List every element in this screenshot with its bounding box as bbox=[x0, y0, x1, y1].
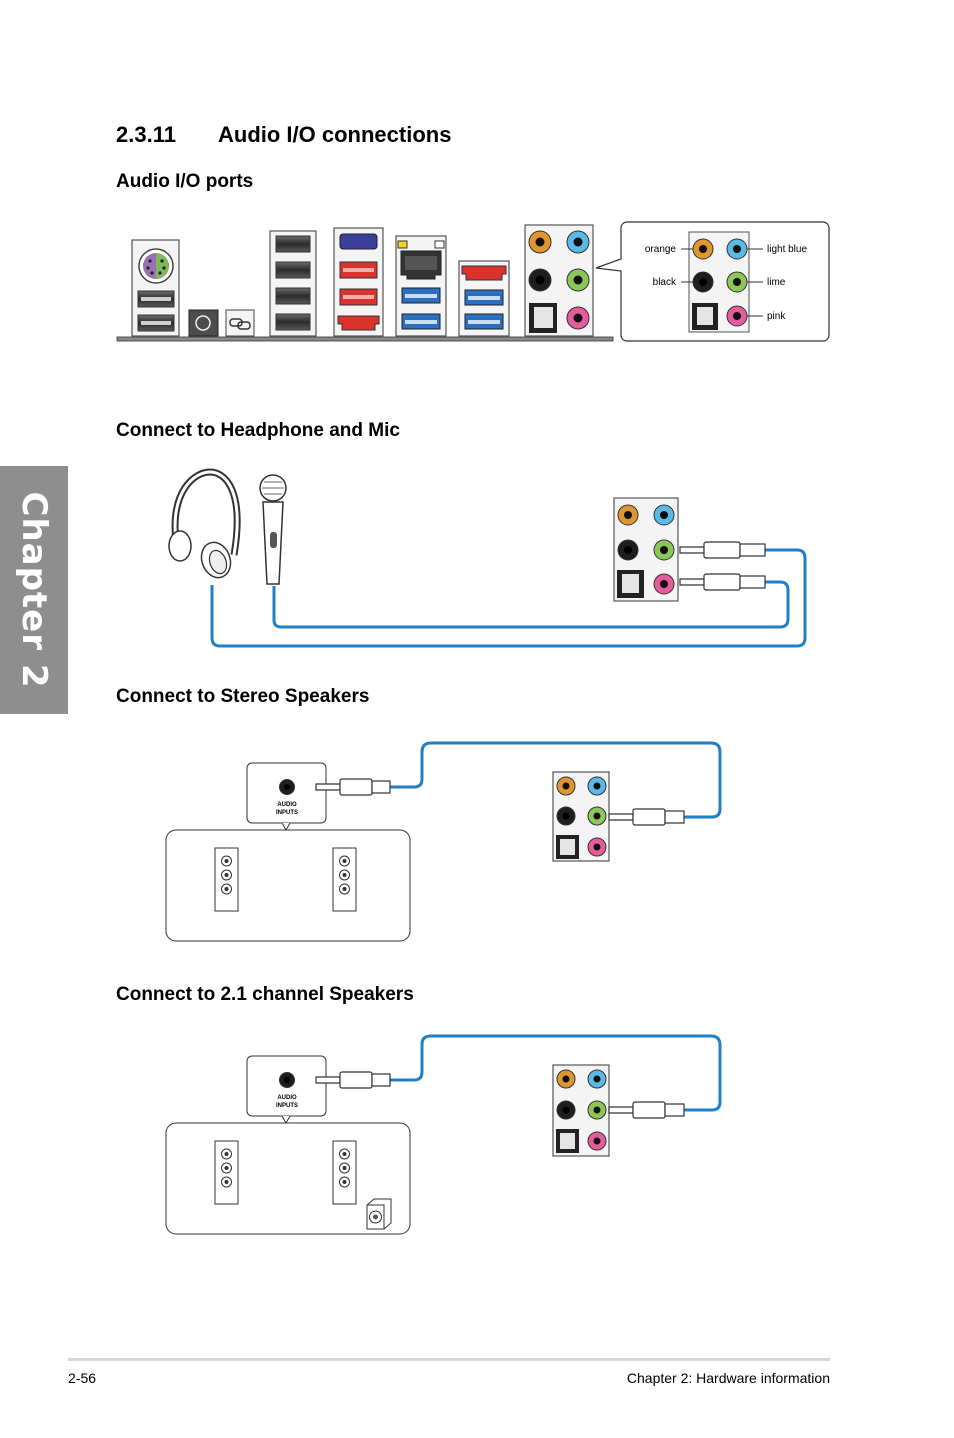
esata-usb-stack bbox=[333, 227, 384, 337]
label-lime: lime bbox=[767, 277, 786, 288]
esata-usb3-stack bbox=[458, 260, 510, 337]
label-black: black bbox=[653, 277, 677, 288]
mic-plug bbox=[679, 573, 766, 591]
headphone-plug bbox=[679, 541, 766, 559]
speaker-input-callout: AUDIO INPUTS bbox=[246, 762, 327, 832]
ps2-usb-block bbox=[131, 239, 180, 337]
audio-block-headphone bbox=[613, 497, 679, 602]
speaker-input-plug bbox=[315, 778, 391, 796]
headphone-cable bbox=[210, 548, 807, 648]
footer-chapter-title: Chapter 2: Hardware information bbox=[626, 1370, 830, 1386]
label-orange: orange bbox=[645, 244, 677, 255]
stereo-cable bbox=[390, 741, 722, 819]
channel21-cable bbox=[390, 1034, 722, 1112]
io-shield-rail bbox=[116, 336, 614, 342]
heading-audio-io-ports: Audio I/O ports bbox=[116, 171, 254, 192]
chapter-tab: Chapter 2 bbox=[0, 466, 68, 714]
microphone-icon bbox=[259, 474, 287, 585]
headphone-mic-diagram bbox=[168, 468, 807, 648]
audio-block-stereo bbox=[552, 771, 610, 862]
speaker-set-box bbox=[165, 829, 411, 942]
panel-audio-block bbox=[524, 224, 594, 337]
stereo-lime-plug bbox=[608, 808, 685, 826]
audio-inputs-label-21-line1: AUDIO bbox=[277, 1095, 297, 1101]
lan-usb3-stack bbox=[395, 235, 447, 337]
section-number: 2.3.11 bbox=[116, 122, 176, 147]
mic-cable bbox=[272, 580, 790, 629]
rog-connect-button bbox=[225, 309, 255, 337]
right-speaker-icon-21 bbox=[332, 1140, 357, 1205]
audio-inputs-label-line2: INPUTS bbox=[276, 810, 298, 816]
footer-rule bbox=[68, 1358, 830, 1361]
speaker-input-plug-21 bbox=[315, 1071, 391, 1089]
heading-21-speakers: Connect to 2.1 channel Speakers bbox=[116, 984, 414, 1005]
usb2-stack bbox=[269, 230, 317, 337]
subwoofer-icon bbox=[366, 1198, 392, 1230]
channel21-lime-plug bbox=[608, 1101, 685, 1119]
section-title: Audio I/O connections bbox=[218, 122, 452, 147]
label-pink: pink bbox=[767, 311, 786, 322]
audio-inputs-label-line1: AUDIO bbox=[277, 802, 297, 808]
audio-block-21 bbox=[552, 1064, 610, 1157]
channel21-speakers-diagram: AUDIO INPUTS bbox=[165, 1034, 722, 1235]
audio-inputs-label-21-line2: INPUTS bbox=[276, 1103, 298, 1109]
headphone-icon bbox=[168, 468, 241, 579]
footer-page-number: 2-56 bbox=[68, 1370, 97, 1386]
port-color-callout: orange black light blue lime pink bbox=[595, 221, 830, 342]
heading-stereo-speakers: Connect to Stereo Speakers bbox=[116, 686, 370, 707]
left-speaker-icon bbox=[214, 847, 239, 912]
io-panel-diagram: orange black light blue lime pink bbox=[116, 221, 830, 342]
stereo-speakers-diagram: AUDIO INPUTS bbox=[165, 741, 722, 942]
left-speaker-icon-21 bbox=[214, 1140, 239, 1205]
heading-headphone-mic: Connect to Headphone and Mic bbox=[116, 420, 400, 441]
speaker-input-callout-21: AUDIO INPUTS bbox=[246, 1055, 327, 1125]
right-speaker-icon bbox=[332, 847, 357, 912]
clear-cmos-button bbox=[188, 309, 219, 337]
label-light-blue: light blue bbox=[767, 244, 807, 255]
